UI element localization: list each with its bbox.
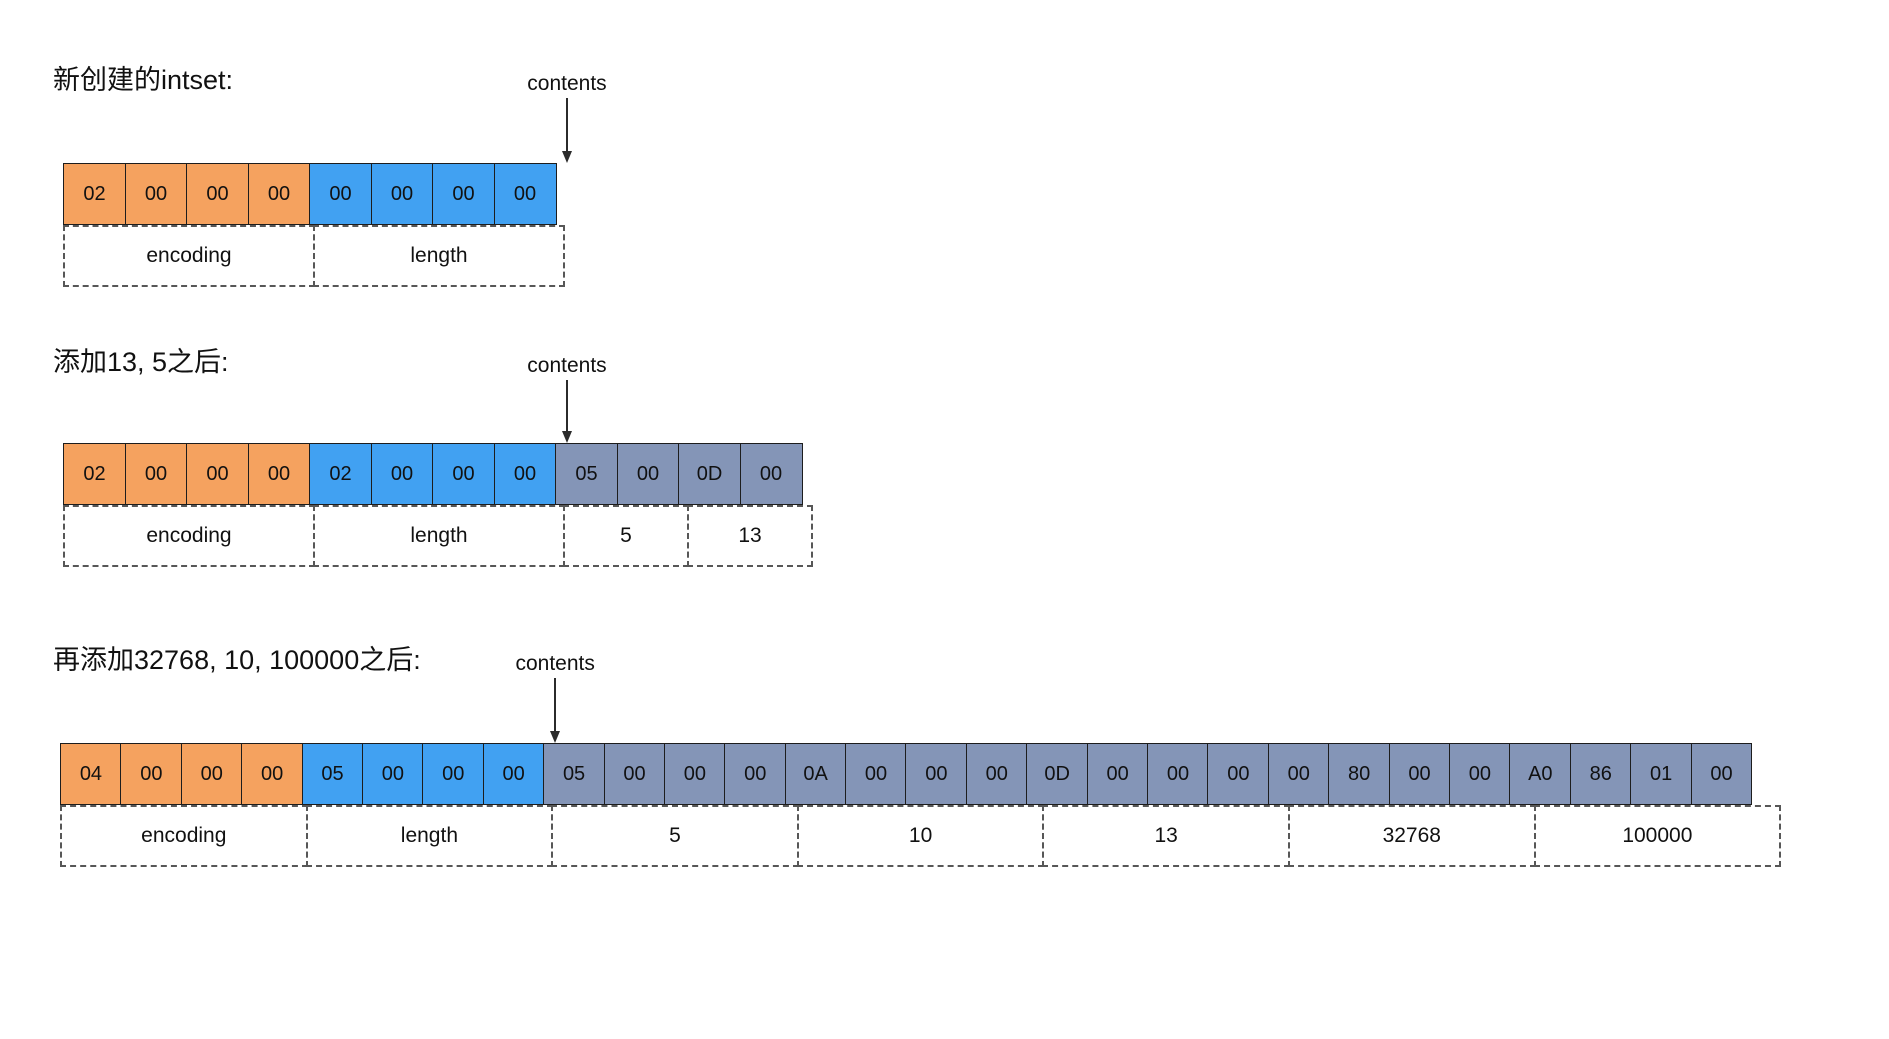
byte-cell: 00 (845, 743, 907, 805)
field-label-5: 5 (551, 805, 799, 867)
byte-cell: 00 (247, 163, 311, 225)
byte-cell: 00 (905, 743, 968, 805)
arrow-head (550, 731, 561, 743)
field-label-encoding: encoding (63, 225, 315, 287)
byte-cell: 00 (124, 443, 188, 505)
down-arrow-icon (550, 678, 561, 743)
byte-cell: 01 (1630, 743, 1693, 805)
down-arrow-icon (562, 380, 572, 443)
byte-cell: 00 (309, 163, 372, 225)
byte-cell: A0 (1509, 743, 1572, 805)
field-label-length: length (313, 225, 565, 287)
byte-cell: 00 (493, 443, 557, 505)
down-arrow-icon (562, 98, 572, 163)
contents-pointer-label: contents (527, 72, 607, 95)
byte-cell: 0A (784, 743, 847, 805)
byte-cell: 05 (301, 743, 364, 805)
byte-cell: 02 (63, 163, 126, 225)
byte-cell: 00 (186, 443, 249, 505)
byte-cell: 00 (186, 163, 249, 225)
byte-cell: 00 (1690, 743, 1753, 805)
byte-cell: 00 (124, 163, 188, 225)
byte-cell: 00 (180, 743, 243, 805)
byte-cell: 00 (432, 163, 495, 225)
byte-cell: 00 (361, 743, 424, 805)
arrow-line (566, 98, 568, 152)
byte-cell: 00 (370, 163, 434, 225)
diagram-title-new: 新创建的intset: (53, 65, 234, 95)
byte-cell: 00 (965, 743, 1028, 805)
byte-cell: 00 (482, 743, 545, 805)
field-label-5: 5 (563, 505, 689, 567)
byte-cell: 05 (543, 743, 606, 805)
field-label-13: 13 (1042, 805, 1290, 867)
field-label-encoding: encoding (63, 505, 315, 567)
field-label-length: length (305, 805, 554, 867)
byte-cell: 00 (724, 743, 787, 805)
contents-pointer-label: contents (527, 354, 607, 377)
field-label-length: length (313, 505, 565, 567)
byte-cell: 00 (739, 443, 803, 505)
byte-cell: 00 (663, 743, 726, 805)
byte-cell: 00 (603, 743, 666, 805)
byte-cell: 00 (1267, 743, 1330, 805)
diagram-title-after-13-5: 添加13, 5之后: (53, 347, 229, 377)
byte-cell: 00 (1207, 743, 1270, 805)
byte-cell: 00 (493, 163, 557, 225)
contents-pointer: contents (497, 354, 637, 443)
byte-cell: 00 (241, 743, 304, 805)
contents-pointer-label: contents (515, 652, 595, 675)
field-label-10: 10 (796, 805, 1045, 867)
byte-cell: 00 (422, 743, 485, 805)
byte-cell: 00 (370, 443, 434, 505)
field-label-encoding: encoding (60, 805, 308, 867)
arrow-line (554, 678, 557, 732)
arrow-line (566, 380, 568, 432)
byte-cell: 86 (1569, 743, 1632, 805)
byte-cell: 00 (1147, 743, 1209, 805)
byte-cell: 00 (120, 743, 183, 805)
byte-cell: 05 (555, 443, 618, 505)
field-label-32768: 32768 (1287, 805, 1536, 867)
byte-cell: 0D (678, 443, 741, 505)
byte-cell: 00 (616, 443, 680, 505)
byte-cell: 02 (63, 443, 126, 505)
byte-cell: 04 (60, 743, 122, 805)
field-label-100000: 100000 (1533, 805, 1782, 867)
byte-cell: 00 (432, 443, 495, 505)
byte-cell: 02 (309, 443, 372, 505)
byte-cell: 00 (1448, 743, 1511, 805)
byte-cell: 00 (1388, 743, 1451, 805)
contents-pointer: contents (497, 72, 637, 163)
arrow-head (562, 151, 572, 163)
arrow-head (562, 431, 572, 443)
byte-cell: 00 (1086, 743, 1149, 805)
byte-cell: 0D (1026, 743, 1089, 805)
contents-pointer: contents (485, 652, 625, 743)
byte-cell: 00 (247, 443, 311, 505)
diagram-title-after-32768-10-100000: 再添加32768, 10, 100000之后: (53, 645, 421, 675)
field-label-13: 13 (687, 505, 813, 567)
byte-cell: 80 (1328, 743, 1391, 805)
